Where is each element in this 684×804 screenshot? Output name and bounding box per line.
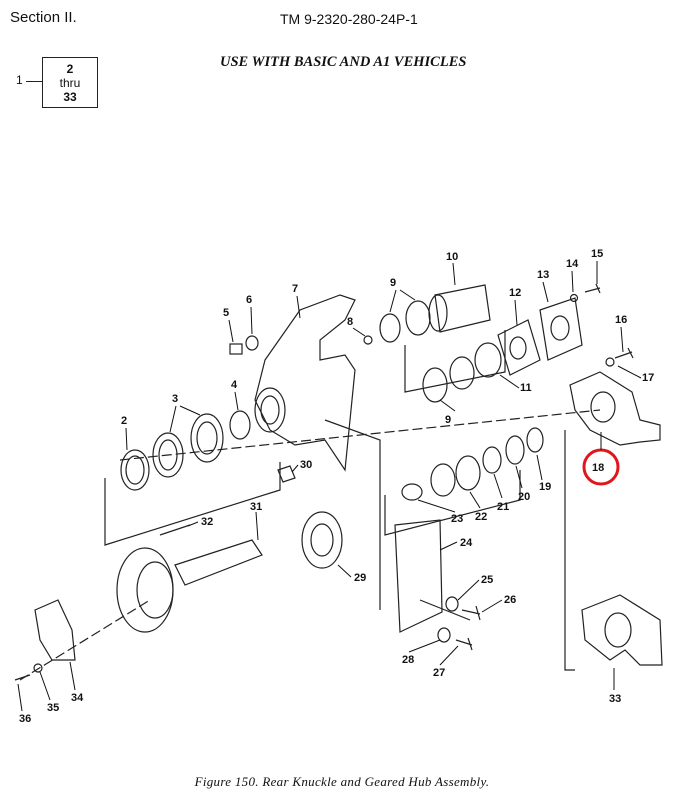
cover-bracket (564, 430, 575, 671)
callout-11: 11 (520, 382, 532, 394)
bracket-34 (34, 599, 76, 661)
figure-caption: Figure 150. Rear Knuckle and Geared Hub … (194, 774, 490, 789)
washer-28 (437, 627, 451, 643)
bearing-3b (190, 413, 224, 463)
callout-20: 20 (518, 491, 530, 503)
range-first: 2 (66, 62, 74, 76)
gear-20 (505, 435, 525, 465)
callout-4: 4 (231, 379, 238, 391)
seal-2 (120, 449, 150, 491)
callout-5: 5 (223, 307, 229, 319)
callout-2: 2 (121, 415, 127, 427)
callout-31: 31 (250, 501, 262, 513)
bolt-16 (614, 347, 634, 359)
callout-26: 26 (504, 594, 516, 606)
tm-number: TM 9-2320-280-24P-1 (280, 11, 418, 27)
bolt-27 (455, 637, 473, 651)
ring-22b (430, 463, 456, 497)
item-range-box: 2 thru 33 (42, 57, 98, 108)
callout-18: 18 (592, 462, 604, 474)
callout-16: 16 (615, 314, 627, 326)
callout-15: 15 (591, 248, 603, 260)
section-heading: Section II. (10, 9, 77, 26)
range-lead-line (26, 81, 42, 82)
callout-28: 28 (402, 654, 414, 666)
washer-25 (445, 596, 459, 612)
bearing-9c (422, 367, 448, 403)
bolt-15 (584, 283, 601, 294)
callout-35: 35 (47, 702, 59, 714)
knuckle-bracket (324, 419, 381, 610)
axis-line-cover (419, 599, 471, 621)
ring-19 (526, 427, 544, 453)
range-connector: thru (59, 76, 81, 90)
callout-9-upper: 9 (390, 277, 396, 289)
callout-36: 36 (19, 713, 31, 725)
callout-29: 29 (354, 572, 366, 584)
callout-10: 10 (446, 251, 458, 263)
cover-24 (394, 519, 443, 633)
applicability-note: USE WITH BASIC AND A1 VEHICLES (220, 54, 467, 70)
housing-33 (581, 594, 663, 666)
callout-6: 6 (246, 294, 252, 306)
bolt-26 (461, 605, 481, 621)
callout-8: 8 (347, 316, 353, 328)
callout-19: 19 (539, 481, 551, 493)
callout-13: 13 (537, 269, 549, 281)
ring-21 (482, 446, 502, 474)
housing-18 (569, 371, 661, 446)
callout-30: 30 (300, 459, 312, 471)
fitting-5 (229, 343, 243, 355)
bearing-22 (455, 455, 481, 491)
ring-4 (229, 410, 251, 440)
callout-34: 34 (71, 692, 84, 704)
washer-14 (569, 293, 579, 303)
callout-25: 25 (481, 574, 493, 586)
washer-17 (605, 357, 615, 367)
callout-33: 33 (609, 693, 621, 705)
gear-10 (434, 284, 491, 333)
callout-22: 22 (475, 511, 487, 523)
plate-12 (497, 319, 541, 376)
washer-35 (33, 663, 43, 673)
callout-32: 32 (201, 516, 213, 528)
range-last: 33 (63, 90, 77, 104)
ring-9a (379, 313, 401, 343)
bearing-9b (405, 300, 431, 336)
axis-line-upper (119, 409, 601, 461)
callout-14: 14 (566, 258, 579, 270)
bearing-bracket-lower (384, 470, 521, 536)
bearing-bracket-upper (404, 330, 506, 393)
nut-6 (245, 335, 259, 351)
hub-flange (116, 547, 174, 633)
clip-30 (277, 465, 296, 483)
bolt-36 (14, 674, 31, 681)
callout-21: 21 (497, 501, 509, 513)
axis-line-hub (19, 599, 151, 681)
shaft-31 (174, 539, 263, 586)
callout-12: 12 (509, 287, 521, 299)
bearing-3a (152, 432, 184, 478)
callout-9-lower: 9 (445, 414, 451, 426)
knuckle-7 (254, 294, 356, 472)
flange-13 (539, 297, 583, 361)
bolt-32 (159, 524, 191, 536)
callout-3: 3 (172, 393, 178, 405)
callout-7: 7 (292, 283, 298, 295)
callout-23: 23 (451, 513, 463, 525)
ring-11 (474, 342, 502, 378)
callout-24: 24 (460, 537, 473, 549)
callout-27: 27 (433, 667, 445, 679)
seal-23 (401, 483, 423, 501)
gear-29 (301, 511, 343, 569)
ring-9d (449, 356, 475, 390)
callout-17: 17 (642, 372, 654, 384)
washer-8 (363, 335, 373, 345)
range-lead-number: 1 (16, 73, 23, 87)
